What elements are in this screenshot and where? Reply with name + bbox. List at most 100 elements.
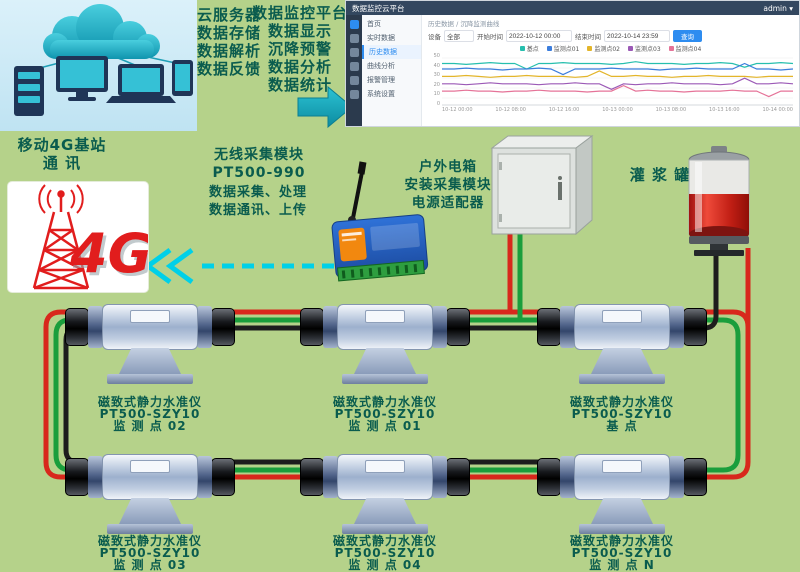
chart-legend: 基点 监测点01 监测点02 监测点03 监测点04 — [428, 44, 793, 53]
sensor-collar — [669, 456, 684, 498]
desktop-icon — [56, 56, 108, 101]
arrowhead-chevron — [143, 247, 172, 285]
sensor-base-plate — [107, 374, 193, 384]
sensor-unit — [300, 446, 470, 546]
menu-item-history[interactable]: 历史数据 — [362, 45, 421, 59]
sensor-bracket — [591, 498, 653, 524]
sensor-nameplate — [130, 460, 170, 473]
sensor-label-line: 磁致式静力水准仪 — [569, 395, 674, 409]
sensor-end-cap — [537, 308, 561, 346]
alarm-icon[interactable] — [349, 76, 359, 85]
breadcrumb: 历史数据 / 沉降监测曲线 — [428, 20, 500, 28]
home-icon[interactable] — [349, 20, 359, 29]
sensor-label: 磁致式静力水准仪 PT500-SZY10 监 测 点 04 — [290, 535, 480, 571]
module-title-block: 无线采集模块 PT500-990 — [204, 146, 314, 182]
settings-icon[interactable] — [349, 90, 359, 99]
text-line: 数据监控平台 — [252, 4, 349, 22]
y-tick: 20 — [433, 81, 440, 88]
sensor-nameplate — [365, 310, 405, 323]
x-tick: 10-12 08:00 — [495, 107, 526, 113]
cloud-devices-illustration — [14, 4, 193, 116]
sensor-label-line: 基 点 — [606, 419, 638, 433]
device-icon[interactable] — [349, 62, 359, 71]
text-line: 户外电箱 — [419, 159, 477, 175]
cloud-services-text: 云服务器 数据存储 数据解析 数据反馈 — [194, 6, 264, 78]
text-line: 无线采集模块 — [214, 147, 304, 163]
legend-label: 基点 — [526, 46, 539, 53]
menu-item-curves[interactable]: 曲线分析 — [367, 62, 395, 70]
sensor-label-line: PT500-SZY10 — [571, 407, 673, 421]
x-tick: 10-13 16:00 — [709, 107, 740, 113]
sensor-base-plate — [107, 524, 193, 534]
chart-icon[interactable] — [349, 48, 359, 57]
data-icon[interactable] — [349, 34, 359, 43]
sensor-collar — [88, 306, 103, 348]
sensor-base-plate — [579, 524, 665, 534]
sensor-label-line: 磁致式静力水准仪 — [332, 534, 437, 548]
sensor-base-plate — [579, 374, 665, 384]
x-axis-labels: 10-12 00:00 10-12 08:00 10-12 16:00 10-1… — [442, 107, 793, 115]
sensor-bracket — [591, 348, 653, 374]
chart-series-line — [442, 70, 793, 78]
sensor-label: 磁致式静力水准仪 PT500-SZY10 监 测 点 N — [527, 535, 717, 571]
radio-tower-icon — [32, 184, 90, 290]
sensor-nameplate — [602, 460, 642, 473]
sensor-end-cap — [683, 308, 707, 346]
sensor-label-line: PT500-SZY10 — [334, 407, 436, 421]
dashboard-user-menu[interactable]: admin ▾ — [763, 3, 793, 13]
x-tick: 10-13 08:00 — [655, 107, 687, 113]
sensor-collar — [560, 306, 575, 348]
sensor-label-line: PT500-SZY10 — [334, 546, 436, 560]
sensor-label-line: 监 测 点 04 — [348, 558, 422, 572]
menu-item-home[interactable]: 首页 — [367, 20, 381, 28]
text-line: 数据显示 — [267, 22, 332, 40]
cabinet-text-block: 户外电箱 安装采集模块 电源适配器 — [398, 158, 498, 212]
sensor-bracket — [119, 348, 181, 374]
sensor-collar — [197, 306, 212, 348]
tank-collar — [689, 236, 749, 244]
legend-label: 监测点03 — [635, 46, 661, 53]
sensor-end-cap — [446, 458, 470, 496]
menu-item-realtime[interactable]: 实时数据 — [367, 34, 395, 42]
cabinet-side — [575, 135, 593, 236]
tablet-icon — [172, 60, 193, 96]
history-chart-area: 50 40 30 20 10 0 — [428, 53, 793, 107]
sensor-nameplate — [130, 310, 170, 323]
legend-item: 监测点02 — [587, 44, 620, 53]
start-time-input[interactable] — [506, 30, 572, 42]
tank-base-plate — [694, 250, 744, 256]
sensor-bracket — [354, 348, 416, 374]
antenna-tip — [357, 161, 367, 175]
sensor-label-line: PT500-SZY10 — [99, 407, 201, 421]
sensor-unit — [300, 296, 470, 396]
cabinet-top — [490, 135, 594, 149]
device-label: 设备 — [428, 33, 441, 41]
sensor-label-line: 磁致式静力水准仪 — [97, 395, 202, 409]
x-tick: 10-13 00:00 — [602, 107, 633, 113]
wireless-link-arrow — [143, 247, 360, 285]
text-line: 数据采集、处理 — [208, 185, 307, 200]
sensor-collar — [323, 306, 338, 348]
monitoring-dashboard: 数据监控云平台 admin ▾ 首页 实时数据 历史数据 曲线分析 报警管理 系… — [345, 0, 800, 127]
sensor-nameplate — [602, 310, 642, 323]
text-line: 安装采集模块 — [404, 177, 492, 193]
sensor-collar — [197, 456, 212, 498]
sensor-end-cap — [65, 308, 89, 346]
g4-logo-shadow: 4G — [72, 225, 148, 288]
sensor-nameplate — [365, 460, 405, 473]
history-line-chart — [442, 57, 793, 106]
dashboard-icon-rail — [346, 15, 362, 126]
tank-stand — [710, 244, 728, 250]
search-button[interactable]: 查询 — [673, 30, 702, 42]
sensor-label: 磁致式静力水准仪 PT500-SZY10 监 测 点 03 — [55, 535, 245, 571]
sensor-unit — [537, 296, 707, 396]
end-time-label: 结束时间 — [575, 33, 601, 41]
antenna-icon — [351, 171, 364, 219]
sensor-end-cap — [446, 308, 470, 346]
device-input[interactable] — [444, 30, 474, 42]
end-time-input[interactable] — [604, 30, 670, 42]
menu-item-alarms[interactable]: 报警管理 — [367, 76, 395, 84]
menu-item-settings[interactable]: 系统设置 — [367, 90, 395, 98]
sensor-label-line: PT500-SZY10 — [99, 546, 201, 560]
sensor-unit — [65, 446, 235, 546]
